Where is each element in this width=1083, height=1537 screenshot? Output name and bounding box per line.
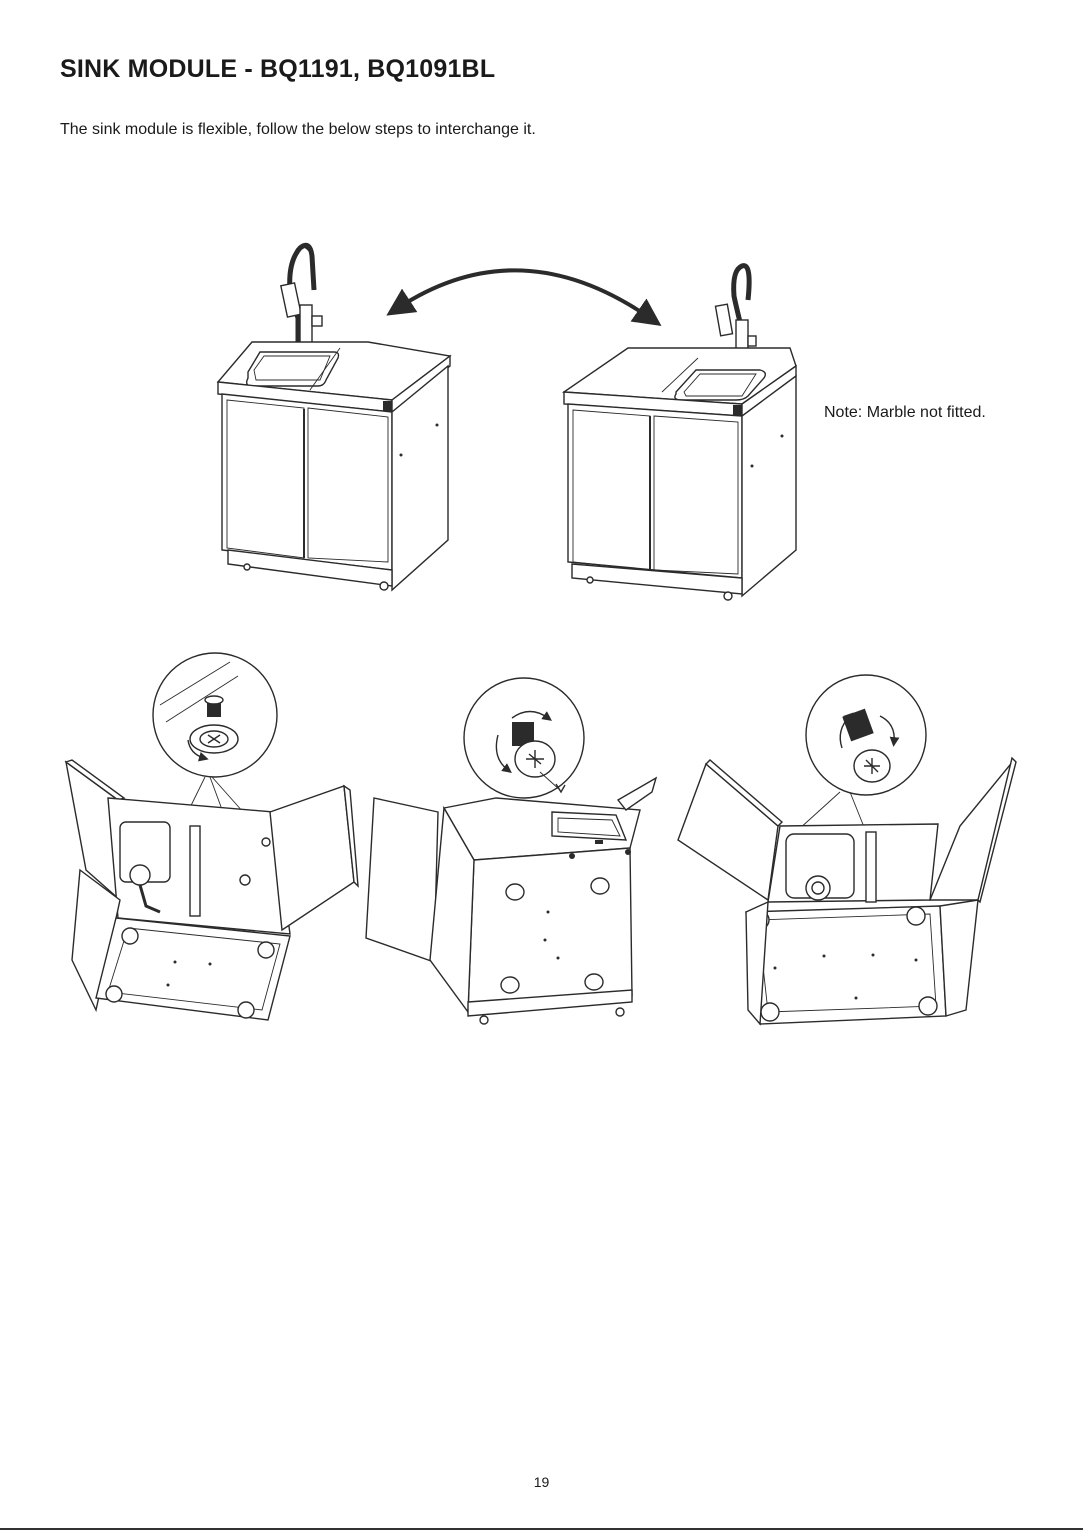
faucet-icon [281,245,322,343]
page-number: 19 [0,1474,1083,1490]
cabinet-right-sink-illustration [564,266,796,600]
bottom-rule [0,1528,1083,1530]
swap-arrow-icon [398,270,650,318]
screw-detail-circle [153,653,277,777]
cabinet-rear-middle-illustration [366,678,656,1024]
screw-detail-circle [464,678,584,798]
cabinet-underside-right-illustration [678,675,1016,1024]
faucet-icon [715,266,756,360]
cabinet-underside-left-illustration [66,653,358,1020]
screw-detail-circle [806,675,926,795]
